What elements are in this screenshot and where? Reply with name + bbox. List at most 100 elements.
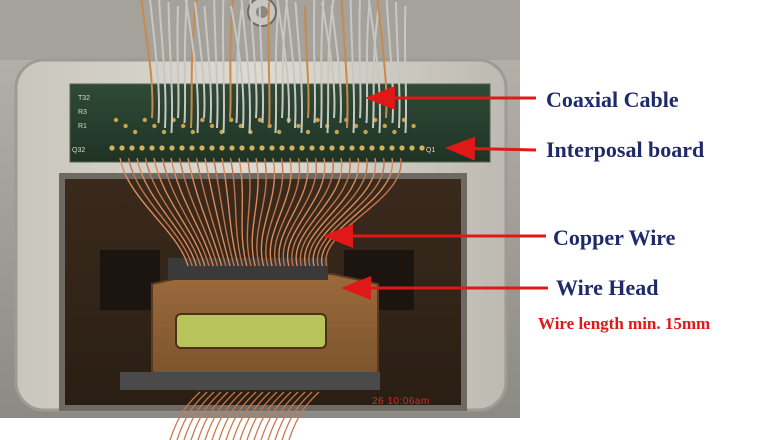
board-pad (219, 145, 225, 151)
board-pad (129, 145, 135, 151)
copper-wire (221, 157, 240, 267)
board-pad (363, 129, 368, 135)
copper-wire (303, 157, 360, 267)
copper-wire (288, 391, 320, 440)
coaxial-cable (240, 0, 252, 134)
board-pad (359, 145, 365, 151)
copper-wire (144, 157, 202, 267)
copper-wire (119, 157, 189, 267)
coaxial-cable (326, 0, 335, 134)
board-pad (113, 117, 119, 123)
board-pad (142, 117, 147, 123)
board-pad (189, 145, 195, 151)
board-pad (259, 145, 265, 151)
coaxial-cable (267, 1, 271, 129)
copper-wire (256, 157, 267, 267)
copper-wire (197, 391, 229, 440)
copper-wire (170, 157, 214, 267)
board-pad (299, 145, 305, 151)
copper-wire (190, 391, 222, 440)
copper-wire (312, 157, 377, 267)
copper-wire (176, 391, 208, 440)
coaxial-cable (274, 5, 280, 134)
copper-wire (299, 157, 351, 267)
coaxial-cable (221, 0, 226, 134)
board-pad (329, 145, 335, 151)
copper-wire (291, 157, 334, 267)
board-pad (209, 123, 215, 129)
copper-wire (295, 157, 343, 267)
board-pad (229, 145, 235, 151)
coaxial-cable-label: Coaxial Cable (546, 87, 679, 112)
coaxial-cable (190, 0, 198, 129)
copper-wire (267, 391, 299, 440)
copper-wire (136, 157, 198, 267)
coaxial-cable (183, 0, 188, 124)
copper-wire (183, 391, 215, 440)
wire-head-label: Wire Head (556, 275, 659, 300)
board-pad (296, 123, 301, 129)
board-mark: T32 (78, 95, 90, 102)
board-pad (109, 145, 115, 151)
coaxial-cable (235, 1, 244, 124)
coaxial-cable (385, 0, 395, 124)
board-pad (319, 145, 325, 151)
coaxial-cable (149, 0, 161, 124)
copper-wire (269, 157, 292, 267)
copper-wire (308, 157, 368, 267)
copper-wire (246, 157, 252, 267)
copper-wire (195, 157, 227, 267)
board-mark: R3 (78, 109, 87, 116)
coaxial-cable (358, 0, 362, 119)
board-pad (369, 145, 375, 151)
board-pad (239, 145, 245, 151)
board-pad (238, 123, 243, 129)
board-pad (179, 145, 185, 151)
copper-wire (204, 157, 231, 267)
copper-wire (251, 157, 259, 267)
copper-wire (320, 157, 394, 267)
coaxial-cable (367, 0, 381, 134)
copper-wire (218, 391, 250, 440)
copper-wire (260, 157, 276, 267)
board-mark: R1 (78, 123, 87, 130)
board-pad (229, 117, 234, 123)
board-pad (200, 117, 205, 123)
copper-wire (127, 157, 193, 267)
board-pad (159, 145, 165, 151)
interposal-arrow (445, 136, 537, 161)
copper-wire (225, 391, 257, 440)
board-pad (269, 145, 275, 151)
copper-wire (187, 157, 223, 267)
coaxial-cable (395, 1, 401, 129)
copper-wire (211, 391, 243, 440)
copper-wire (253, 391, 285, 440)
coaxial-cable (285, 0, 297, 129)
board-pad (133, 129, 138, 135)
board-pad (334, 129, 339, 135)
coaxial-cable (276, 0, 290, 124)
coaxial-cable (213, 0, 219, 129)
copper-wire (239, 391, 271, 440)
board-pad (249, 145, 255, 151)
mount-screw-center (256, 6, 268, 18)
board-pad (419, 145, 425, 151)
board-pad (277, 129, 282, 135)
inner-pocket-left (100, 250, 160, 310)
board-pad (119, 145, 125, 151)
board-pad (279, 145, 285, 151)
board-pad (339, 145, 345, 151)
board-pad (123, 123, 128, 129)
board-pad (411, 123, 416, 129)
coaxial-cable (304, 5, 310, 119)
photo-timestamp: 26 10:06am (372, 396, 430, 407)
board-pad (152, 123, 157, 129)
board-pad (315, 117, 320, 123)
board-pad (309, 145, 315, 151)
board-pad (379, 145, 385, 151)
copper-wire (282, 157, 318, 267)
copper-wire (274, 391, 306, 440)
board-pad (169, 145, 175, 151)
